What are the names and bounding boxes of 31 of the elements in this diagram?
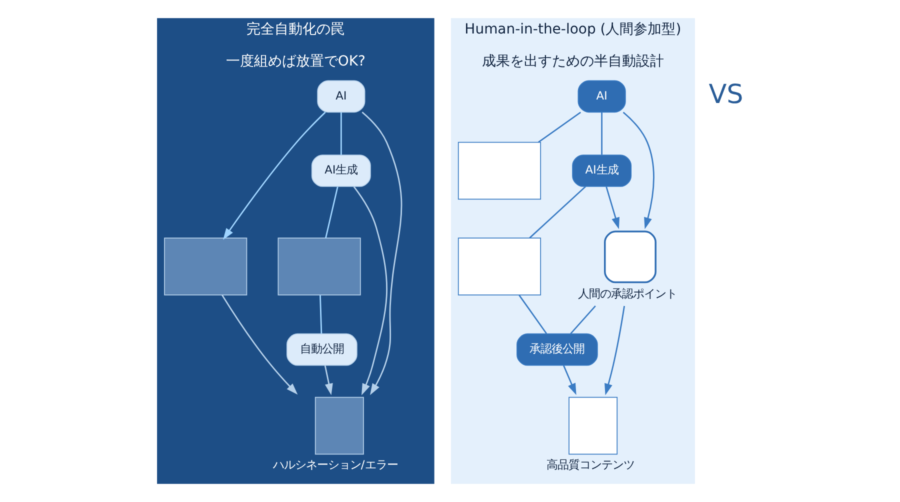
arrow bbox=[622, 112, 654, 230]
arrow bbox=[605, 186, 619, 230]
node-box bbox=[277, 238, 360, 296]
node-box bbox=[457, 142, 541, 200]
connector bbox=[570, 305, 596, 334]
arrow bbox=[324, 365, 332, 396]
arrow bbox=[604, 306, 625, 396]
connector bbox=[538, 112, 581, 143]
node-box: AI bbox=[316, 80, 365, 113]
connector bbox=[324, 186, 338, 238]
node-label: 高品質コンテンツ bbox=[546, 457, 634, 472]
connector bbox=[528, 186, 586, 238]
connector bbox=[319, 295, 322, 334]
node-box: AI生成 bbox=[310, 154, 370, 187]
connector bbox=[600, 112, 602, 155]
arrow bbox=[361, 112, 402, 396]
connector bbox=[340, 112, 342, 155]
arrow bbox=[352, 186, 387, 396]
arrow bbox=[221, 294, 298, 395]
connector bbox=[518, 294, 547, 334]
node-box bbox=[164, 238, 247, 296]
arrow bbox=[562, 365, 576, 395]
arrow bbox=[222, 112, 326, 240]
node-label: ハルシネーション/エラー bbox=[272, 457, 398, 472]
node-box: AI生成 bbox=[572, 154, 632, 187]
node-box: 承認後公開 bbox=[516, 333, 598, 366]
node-box: 自動公開 bbox=[286, 333, 357, 366]
node-label: 人間の承認ポイント bbox=[578, 286, 677, 300]
node-box bbox=[457, 238, 541, 296]
node-box: AI bbox=[577, 80, 626, 113]
label: VS bbox=[708, 80, 743, 110]
